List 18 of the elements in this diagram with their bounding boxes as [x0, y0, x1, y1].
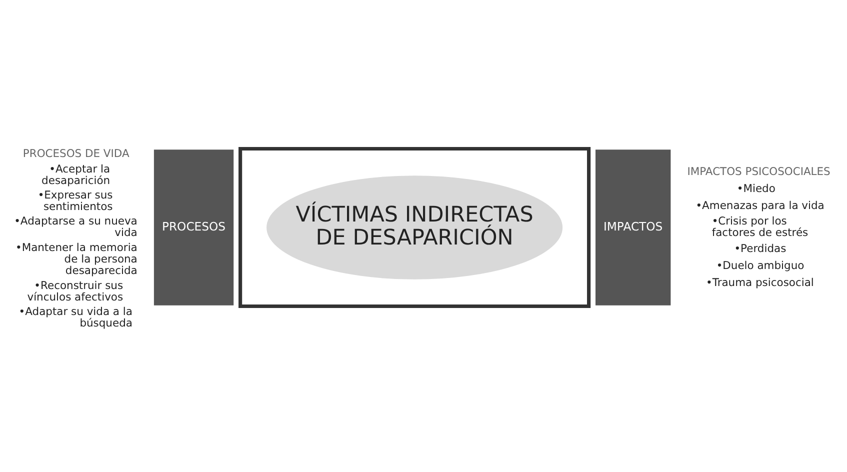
node-box: IMPACTOS: [596, 150, 671, 306]
label: •Adaptarse a su nueva vida: [14, 214, 138, 240]
label: •Adaptar su vida a la búsqueda: [18, 304, 132, 330]
label: •Perdidas: [734, 242, 786, 255]
label: •Miedo: [736, 182, 776, 195]
node-box: PROCESOS: [154, 150, 234, 306]
label: •Expresar sus sentimientos: [38, 188, 113, 214]
cluster: [238, 146, 591, 308]
label: IMPACTOS PSICOSOCIALES: [687, 164, 830, 178]
label: •Mantener la memoria de la persona desaparecida: [16, 240, 138, 278]
label: •Duelo ambiguo: [716, 258, 804, 272]
label: PROCESOS DE VIDA: [22, 146, 130, 160]
label: •Crisis por los factores de estrés: [712, 214, 808, 240]
label: •Aceptar la desaparición: [42, 162, 110, 188]
label: •Reconstruir sus vínculos afectivos: [27, 278, 124, 304]
label: •Amenazas para la vida: [696, 198, 824, 212]
node-ellipse: VÍCTIMAS INDIRECTAS DE DESAPARICIÓN: [266, 176, 563, 280]
label: •Trauma psicosocial: [706, 276, 814, 289]
